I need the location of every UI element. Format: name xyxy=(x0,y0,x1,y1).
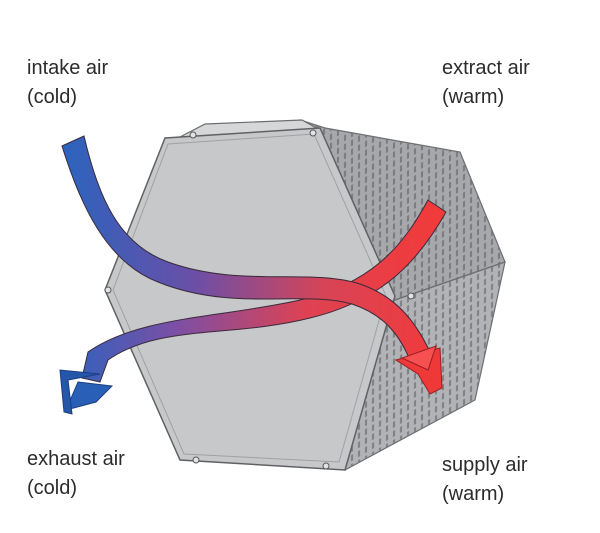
supply-air-label: supply air (warm) xyxy=(442,451,528,509)
intake-air-title: intake air xyxy=(27,57,109,79)
heat-exchanger-core-icon xyxy=(104,119,506,471)
intake-air-label: intake air (cold) xyxy=(27,54,108,112)
extract-air-temperature: (warm) xyxy=(442,86,505,108)
exhaust-air-temperature: (cold) xyxy=(27,477,78,499)
extract-air-label: extract air (warm) xyxy=(442,54,530,112)
intake-air-temperature: (cold) xyxy=(27,86,78,108)
intake-to-supply-arrow-icon xyxy=(61,135,443,395)
supply-air-title: supply air xyxy=(442,454,528,476)
supply-air-temperature: (warm) xyxy=(442,483,505,505)
exhaust-air-title: exhaust air xyxy=(27,448,125,470)
extract-air-title: extract air xyxy=(442,57,530,79)
exhaust-air-label: exhaust air (cold) xyxy=(27,445,125,503)
